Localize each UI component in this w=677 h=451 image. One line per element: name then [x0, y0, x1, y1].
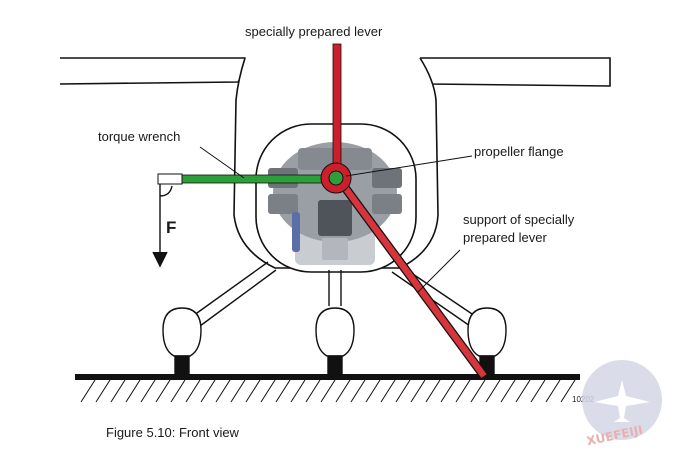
watermark-plane-icon: [594, 380, 650, 422]
ground: [75, 374, 580, 403]
ground-bar: [75, 374, 580, 380]
watermark: XUEFEIJI: [582, 360, 662, 448]
ground-hatching: [80, 379, 576, 403]
hatch-line: [155, 379, 171, 403]
cylinder-left-lower: [268, 194, 298, 214]
wing-left: [59, 57, 247, 85]
torque-wrench-handle: [157, 173, 183, 185]
hatch-line: [170, 379, 186, 403]
hatch-line: [275, 379, 291, 403]
wheel-left: [162, 307, 202, 357]
hatch-line: [545, 379, 561, 403]
hatch-line: [485, 379, 501, 403]
wheel-right: [467, 307, 507, 357]
hatch-line: [440, 379, 456, 403]
wheels: [162, 307, 507, 375]
wheel-nose-base: [327, 355, 343, 375]
hatch-line: [245, 379, 261, 403]
hatch-line: [410, 379, 426, 403]
force-angle-mark: [159, 185, 173, 197]
exhaust-pipe: [292, 212, 300, 252]
figure-caption: Figure 5.10: Front view: [106, 425, 239, 440]
cylinder-right-upper: [372, 168, 402, 188]
force-arrow: [152, 184, 173, 268]
label-flange: propeller flange: [474, 144, 564, 159]
label-lever: specially prepared lever: [245, 24, 383, 39]
label-force: F: [166, 218, 176, 237]
hatch-line: [80, 379, 96, 403]
leader-flange: [345, 155, 473, 177]
label-wrench: torque wrench: [98, 129, 180, 144]
force-arrow-head: [152, 251, 168, 268]
hatch-line: [290, 379, 306, 403]
leader-lines: [199, 146, 473, 293]
cylinder-right-lower: [372, 194, 402, 214]
hatch-line: [215, 379, 231, 403]
hatch-line: [500, 379, 516, 403]
hatch-line: [425, 379, 441, 403]
hatch-line: [365, 379, 381, 403]
hatch-line: [95, 379, 111, 403]
vertical-lever: [332, 43, 342, 179]
hatch-line: [260, 379, 276, 403]
leader-support: [417, 249, 461, 293]
hatch-line: [125, 379, 141, 403]
lever-support-fill: [335, 176, 487, 378]
hatch-line: [455, 379, 471, 403]
label-support-line2: prepared lever: [463, 230, 547, 245]
strut-left: [189, 261, 277, 327]
hatch-line: [335, 379, 351, 403]
hatch-line: [350, 379, 366, 403]
hatch-line: [395, 379, 411, 403]
hatch-line: [140, 379, 156, 403]
engine-dark-part: [318, 200, 352, 236]
label-support-line1: support of specially: [463, 212, 575, 227]
hatch-line: [110, 379, 126, 403]
hatch-line: [230, 379, 246, 403]
hatch-line: [305, 379, 321, 403]
wheel-nose: [315, 307, 355, 357]
hatch-line: [200, 379, 216, 403]
torque-wrench: [157, 174, 337, 184]
hatch-line: [380, 379, 396, 403]
leader-wrench: [199, 146, 245, 179]
hatch-line: [320, 379, 336, 403]
hatch-line: [470, 379, 486, 403]
hatch-line: [560, 379, 576, 403]
wheel-left-base: [174, 355, 190, 375]
hatch-line: [530, 379, 546, 403]
propeller-flange-hub: [328, 170, 344, 186]
hatch-line: [515, 379, 531, 403]
engine-mount: [322, 238, 348, 260]
wing-right: [418, 57, 611, 87]
strut-nose: [328, 270, 342, 306]
hatch-line: [185, 379, 201, 403]
